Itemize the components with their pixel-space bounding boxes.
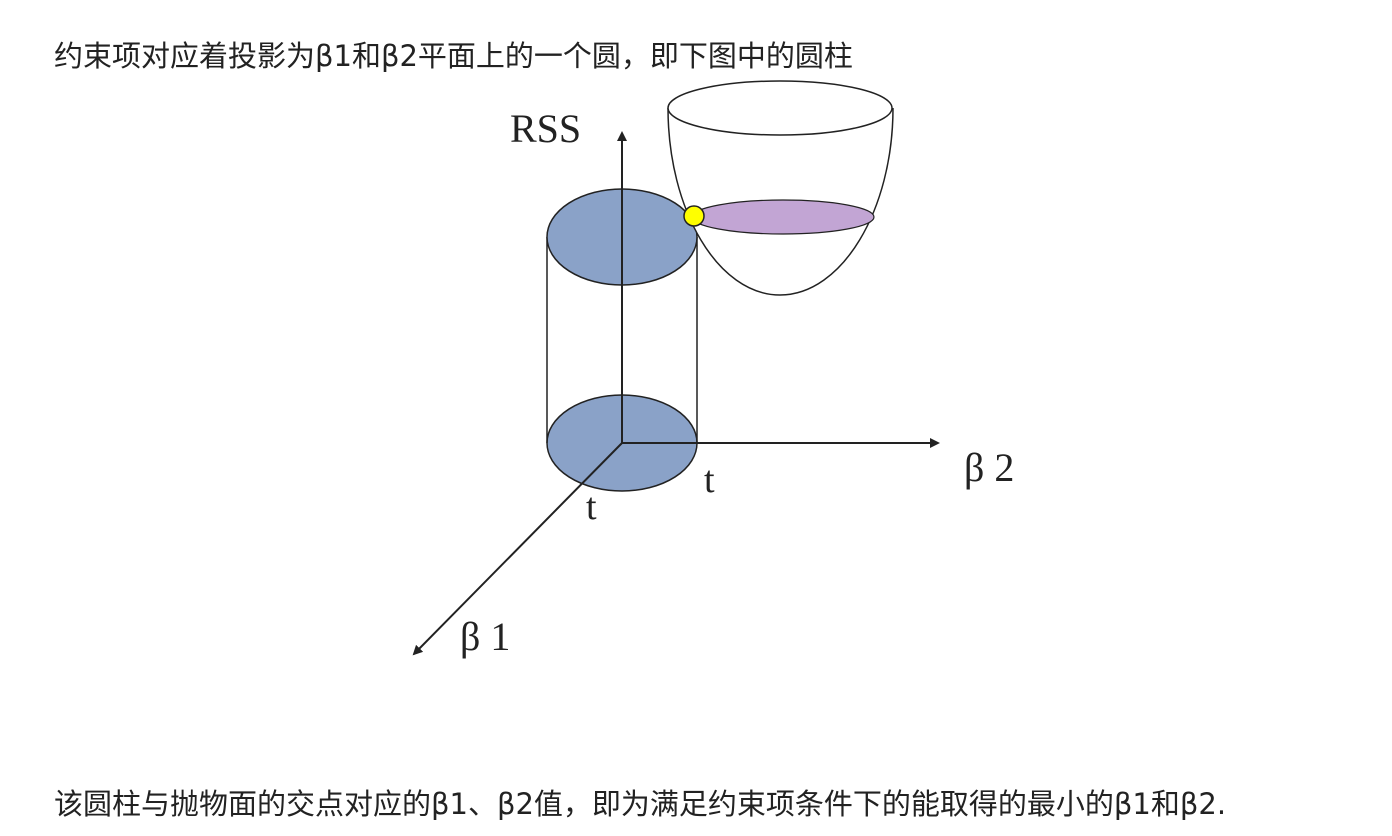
paraboloid-rim bbox=[667, 80, 893, 136]
intersection-point bbox=[683, 205, 705, 227]
beta1-axis bbox=[412, 442, 623, 656]
intro-text: 约束项对应着投影为β1和β2平面上的一个圆，即下图中的圆柱 bbox=[54, 39, 853, 73]
beta1-axis-label: β 1 bbox=[460, 614, 510, 659]
beta2-t-label: t bbox=[704, 459, 715, 501]
beta1-t-label: t bbox=[586, 486, 597, 528]
paraboloid-level-slice bbox=[691, 199, 875, 235]
beta2-axis-label: β 2 bbox=[964, 445, 1014, 490]
rss-axis-label: RSS bbox=[510, 106, 581, 151]
conclusion-text: 该圆柱与抛物面的交点对应的β1、β2值，即为满足约束项条件下的能取得的最小的β1… bbox=[54, 787, 1227, 821]
